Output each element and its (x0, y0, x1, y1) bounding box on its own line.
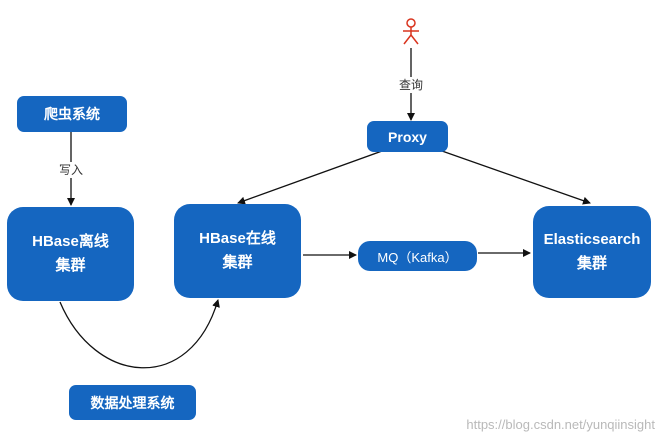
query-label: 查询 (399, 77, 424, 93)
arrow-proxy-to-hbase-online (237, 150, 383, 205)
hbase-offline-title: HBase离线 (32, 233, 109, 250)
elasticsearch-title: Elasticsearch (543, 231, 641, 248)
hbase-online-subtitle: 集群 (222, 254, 253, 271)
watermark: https://blog.csdn.net/yunqiinsight (466, 417, 655, 432)
crawler-system-label: 爬虫系统 (44, 106, 100, 122)
mq-kafka-node[interactable]: MQ（Kafka） (358, 241, 477, 271)
elasticsearch-subtitle: 集群 (576, 255, 607, 272)
mq-kafka-label: MQ（Kafka） (377, 249, 458, 265)
data-processing-system-node[interactable]: 数据处理系统 (69, 385, 196, 420)
arrow-offline-to-online-curve (59, 299, 220, 369)
proxy-label: Proxy (388, 128, 427, 145)
arrow-proxy-to-elasticsearch (441, 150, 591, 205)
data-processing-label: 数据处理系统 (90, 394, 175, 411)
hbase-online-cluster-node[interactable]: HBase在线 集群 (174, 204, 301, 298)
elasticsearch-cluster-node[interactable]: Elasticsearch 集群 (533, 206, 651, 298)
person-icon (403, 18, 419, 45)
proxy-node[interactable]: Proxy (367, 121, 448, 152)
write-label: 写入 (59, 162, 84, 178)
hbase-offline-subtitle: 集群 (55, 257, 86, 274)
hbase-online-title: HBase在线 (199, 230, 276, 247)
crawler-system-node[interactable]: 爬虫系统 (17, 96, 127, 132)
hbase-offline-cluster-node[interactable]: HBase离线 集群 (7, 207, 134, 301)
